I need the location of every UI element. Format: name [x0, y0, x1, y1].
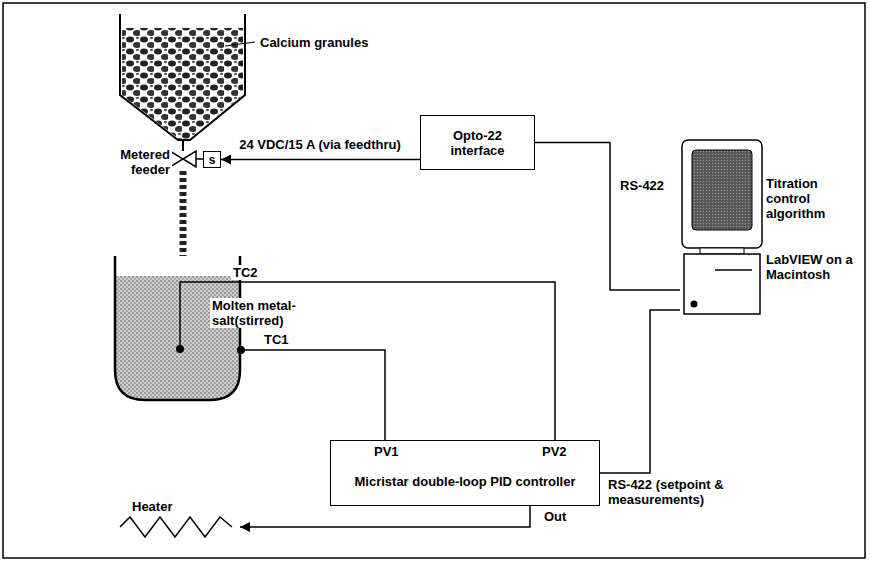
solenoid-box: s — [203, 151, 221, 168]
heater-symbol — [120, 517, 232, 537]
hopper — [120, 14, 245, 140]
feed-pipe — [182, 140, 184, 151]
solenoid-link — [196, 158, 203, 160]
leader-line — [225, 42, 255, 46]
part-label: Heater — [130, 499, 174, 514]
thermocouple-tip — [176, 345, 184, 353]
monitor — [682, 140, 762, 248]
part-label: Calcium granules — [258, 35, 370, 50]
computer: Titration control algorithmLabVIEW on a … — [680, 140, 862, 315]
node-text: Opto-22 interface — [427, 128, 528, 158]
disk-slot — [715, 269, 752, 271]
pin-label: PV1 — [372, 444, 401, 459]
signal-label: TC1 — [262, 332, 291, 347]
apple-logo — [691, 301, 698, 308]
pin-label: PV2 — [540, 444, 569, 459]
node-text: Micristar double-loop PID controller — [354, 474, 575, 489]
part-label: Metered feeder — [104, 147, 172, 177]
thermocouple-wire — [240, 350, 385, 440]
frame — [3, 3, 865, 558]
connector-label: RS-422 — [618, 178, 666, 193]
callout-label: Molten metal-salt(stirred) — [210, 298, 310, 328]
signal-wire — [600, 310, 680, 473]
connector-label: RS-422 (setpoint & measurements) — [606, 477, 800, 507]
interface-box: Opto-22 interface — [420, 115, 535, 170]
connector-label: 24 VDC/15 A (via feedthru) — [237, 137, 403, 152]
signal-label: TC2 — [231, 265, 260, 280]
node-text: LabVIEW on a Macintosh — [766, 252, 860, 282]
computer-case — [684, 254, 760, 314]
monitor-stand — [700, 248, 744, 254]
falling-granules — [180, 171, 187, 256]
valve-symbol — [183, 151, 196, 167]
crucible — [115, 256, 240, 400]
calcium-granules — [122, 28, 243, 139]
screen — [692, 150, 752, 230]
pin-label: Out — [542, 509, 568, 524]
thermocouple-tip — [237, 346, 245, 354]
signal-wire — [535, 143, 680, 291]
heater-output-wire — [240, 505, 530, 527]
node-text: Titration control algorithm — [766, 176, 860, 221]
thermocouple-wire — [180, 282, 555, 440]
signal-wire — [221, 159, 420, 161]
node-text: s — [209, 153, 216, 167]
molten-salt — [115, 276, 240, 400]
